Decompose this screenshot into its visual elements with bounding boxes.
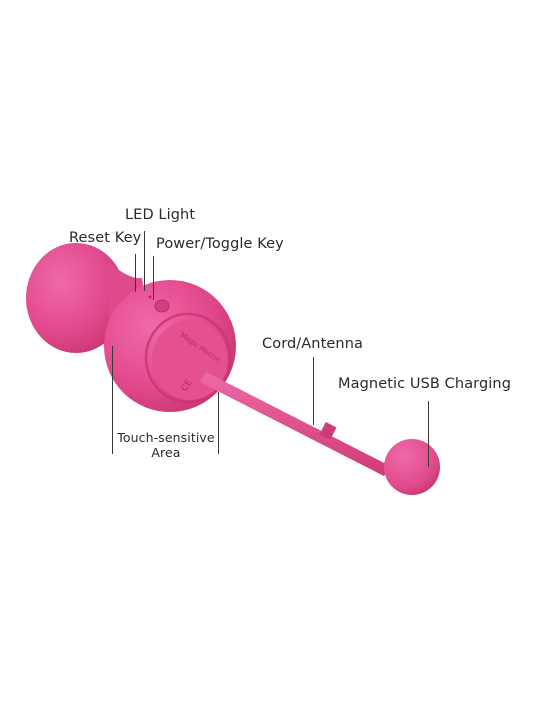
end-cap-ring xyxy=(144,312,232,404)
touch-leader-line-right xyxy=(218,392,220,454)
power-toggle-key-label: Power/Toggle Key xyxy=(156,236,284,252)
touch-label-line1: Touch-sensitive xyxy=(117,430,215,445)
touch-leader-line-left xyxy=(112,346,114,454)
touch-label-line2: Area xyxy=(151,445,181,460)
reset-key-label: Reset Key xyxy=(69,230,142,246)
led-leader-line xyxy=(144,231,146,291)
cord-ring xyxy=(319,422,337,440)
charging-ball xyxy=(384,439,440,495)
cord-antenna-label: Cord/Antenna xyxy=(262,336,363,352)
cord xyxy=(200,372,390,476)
reset-leader-line xyxy=(135,254,137,292)
left-bulb xyxy=(26,243,126,353)
led-light-label: LED Light xyxy=(125,207,196,223)
touch-sensitive-area-label: Touch-sensitive Area xyxy=(116,430,216,460)
power-leader-line xyxy=(153,256,155,300)
magnetic-usb-charging-label: Magnetic USB Charging xyxy=(338,376,512,392)
power-button xyxy=(154,299,170,313)
charging-leader-line xyxy=(428,401,430,467)
cord-leader-line xyxy=(313,357,315,425)
led-dot xyxy=(148,295,152,299)
